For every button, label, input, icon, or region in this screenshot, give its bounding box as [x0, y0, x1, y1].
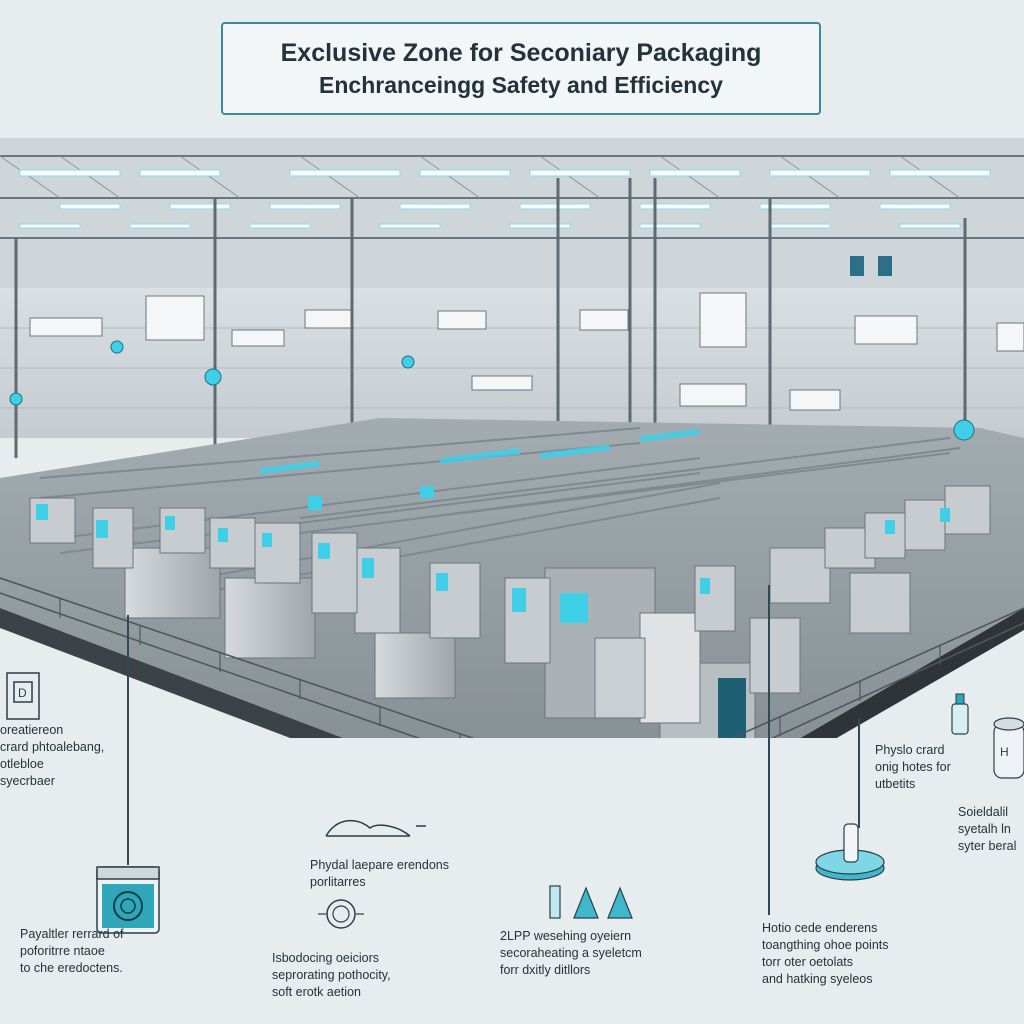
svg-text:D: D	[18, 686, 27, 700]
washer-machine-icon	[96, 866, 160, 934]
machine-screens	[36, 486, 950, 623]
note-right-top-line: Physlo crard	[875, 743, 945, 757]
note-left-top-line: syecrbaer	[0, 774, 55, 788]
bottles-icon	[544, 880, 636, 920]
note-center-left-top-line: Phydal laepare erendons	[310, 858, 449, 872]
note-left-bottom-line: poforitrre ntaoe	[20, 944, 105, 958]
note-right-top-line: utbetits	[875, 777, 916, 791]
title-line-2: Enchranceingg Safety and Efficiency	[319, 71, 723, 98]
note-right-top-line: onig hotes for	[875, 760, 951, 774]
note-left-top-line: oreatiereon	[0, 723, 64, 737]
conveyor-glow	[260, 428, 701, 474]
machines	[29, 485, 991, 738]
note-left-top: oreatiereon crard phtoalebang, otlebloe …	[0, 722, 104, 790]
display-d-icon: D	[6, 672, 40, 720]
ceiling-lights	[19, 169, 991, 229]
note-right-top: Physlo crard onig hotes for utbetits	[875, 742, 951, 793]
note-left-top-line: crard phtoalebang,	[0, 740, 105, 754]
note-right-bottom-line: toangthing ohoe points	[762, 938, 889, 952]
note-right-bottom-line: Hotio cede enderens	[762, 921, 878, 935]
warehouse-scene	[0, 138, 1024, 738]
spray-bottle-icon	[946, 690, 974, 736]
wall-signs	[29, 256, 1024, 411]
leader-line	[768, 585, 770, 915]
note-left-bottom-line: to che eredoctens.	[20, 961, 123, 975]
hanging-indicators	[9, 340, 975, 441]
note-right-bottom: Hotio cede enderens toangthing ohoe poin…	[762, 920, 889, 988]
note-left-bottom-line: Payaltler rerrard of	[20, 927, 124, 941]
partition-icon	[318, 812, 428, 842]
platform-edge-left	[0, 608, 343, 738]
note-center-left-bottom-line: Isbodocing oeiciors	[272, 951, 380, 965]
leader-line	[127, 615, 129, 865]
title-line-1: Exclusive Zone for Seconiary Packaging	[280, 38, 762, 67]
note-right-bottom-line: torr oter oetolats	[762, 955, 854, 969]
note-center-left-top: Phydal laepare erendons porlitarres	[310, 857, 449, 891]
note-center-left-top-line: porlitarres	[310, 875, 366, 889]
note-center-left-bottom-line: soft erotk aetion	[272, 985, 361, 999]
note-far-right-line: Soieldalil	[958, 805, 1009, 819]
note-left-bottom: Payaltler rerrard of poforitrre ntaoe to…	[20, 926, 124, 977]
ceiling-cross-truss	[0, 155, 961, 199]
machine-racks	[718, 678, 746, 738]
note-far-right-line: syetalh ln	[958, 822, 1011, 836]
note-center-right-line: secoraheating a syeletcm	[500, 946, 642, 960]
note-center-right-line: 2LPP wesehing oyeiern	[500, 929, 632, 943]
ceiling	[0, 138, 1024, 288]
note-far-right-line: syter beral	[958, 839, 1017, 853]
note-center-left-bottom: Isbodocing oeiciors seprorating pothocit…	[272, 950, 391, 1001]
ceiling-truss	[0, 155, 1024, 239]
gear-circle-icon	[318, 896, 364, 932]
platform-edge-right	[800, 608, 1024, 738]
title-banner: Exclusive Zone for Seconiary Packaging E…	[221, 22, 821, 115]
note-center-left-bottom-line: seprorating pothocity,	[272, 968, 391, 982]
note-center-right: 2LPP wesehing oyeiern secoraheating a sy…	[500, 928, 642, 979]
svg-text:H: H	[1000, 745, 1009, 759]
water-tank-icon	[812, 820, 888, 882]
note-left-top-line: otlebloe	[0, 757, 44, 771]
leader-line	[858, 718, 860, 828]
drum-icon: H	[992, 714, 1024, 780]
note-center-right-line: forr dxitly ditllors	[500, 963, 591, 977]
railing-posts	[59, 598, 941, 738]
safety-railings	[0, 577, 1024, 738]
warehouse-illustration	[0, 138, 1024, 738]
note-far-right: Soieldalil syetalh ln syter beral	[958, 804, 1016, 855]
note-right-bottom-line: and hatking syeleos	[762, 972, 873, 986]
